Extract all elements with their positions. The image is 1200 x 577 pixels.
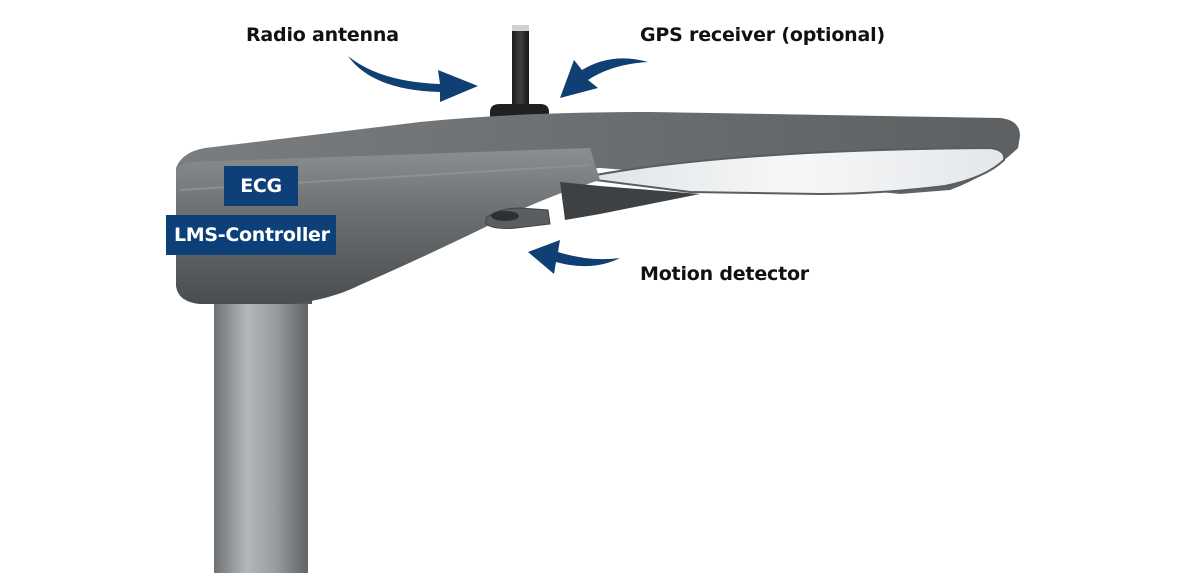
luminaire-lens bbox=[580, 148, 1005, 194]
antenna-tip bbox=[512, 25, 529, 31]
label-motion-detector: Motion detector bbox=[640, 263, 809, 285]
motion-sensor-lens bbox=[491, 211, 519, 221]
arrow-radio-antenna bbox=[348, 56, 478, 102]
lower-arm bbox=[560, 182, 700, 220]
lens-rim bbox=[579, 146, 1006, 196]
label-gps-receiver: GPS receiver (optional) bbox=[640, 24, 885, 46]
label-radio-antenna: Radio antenna bbox=[246, 24, 399, 46]
arrow-motion-detector bbox=[528, 240, 620, 274]
badge-ecg: ECG bbox=[224, 166, 298, 206]
badge-lms-controller: LMS-Controller bbox=[166, 215, 336, 255]
antenna-mast bbox=[512, 28, 529, 110]
lamp-pole bbox=[214, 292, 308, 577]
arrow-gps-receiver bbox=[560, 58, 648, 98]
